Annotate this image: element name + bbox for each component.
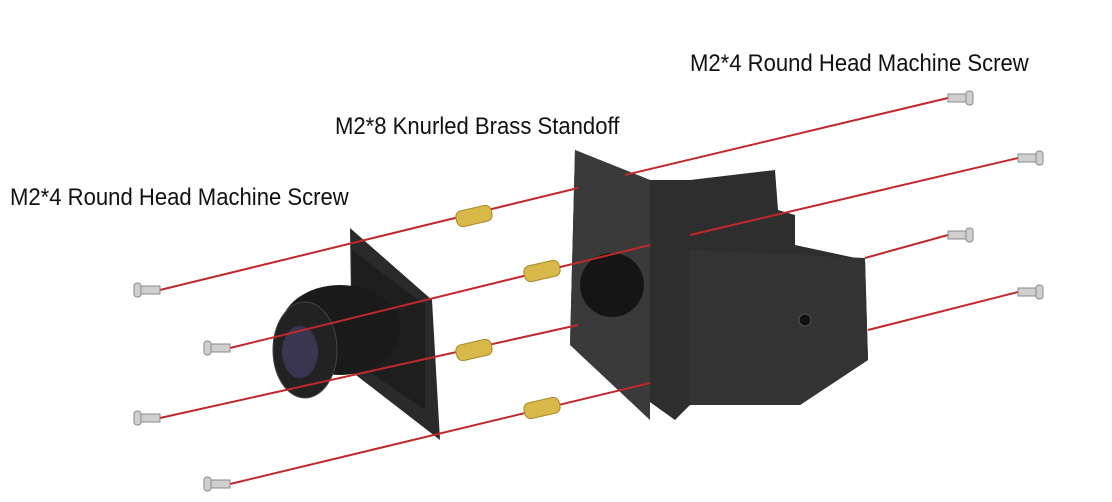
screw — [947, 90, 974, 106]
screw — [133, 282, 161, 298]
standoff — [523, 259, 561, 283]
standoff — [523, 396, 561, 420]
label-right-screw: M2*4 Round Head Machine Screw — [690, 50, 1029, 77]
guide-lines — [159, 97, 1019, 485]
standoff — [455, 338, 493, 362]
screw — [1017, 150, 1044, 166]
guide-line — [229, 244, 651, 349]
guide-line — [159, 187, 579, 291]
camera-module — [272, 228, 440, 440]
brass-standoffs — [455, 204, 561, 420]
screws — [133, 90, 1044, 492]
standoff — [455, 204, 493, 228]
screw — [203, 340, 231, 356]
screw — [203, 476, 231, 492]
label-left-screw: M2*4 Round Head Machine Screw — [10, 184, 349, 211]
screw — [133, 410, 161, 426]
guide-line — [689, 157, 1019, 236]
screw — [947, 227, 974, 243]
camera-mount-bracket — [570, 150, 868, 420]
guide-line — [867, 291, 1019, 331]
label-standoff: M2*8 Knurled Brass Standoff — [335, 113, 620, 140]
guide-line — [159, 324, 579, 419]
guide-line — [864, 234, 949, 259]
guide-line — [229, 382, 651, 485]
screw — [1017, 284, 1044, 300]
guide-line — [624, 97, 949, 176]
